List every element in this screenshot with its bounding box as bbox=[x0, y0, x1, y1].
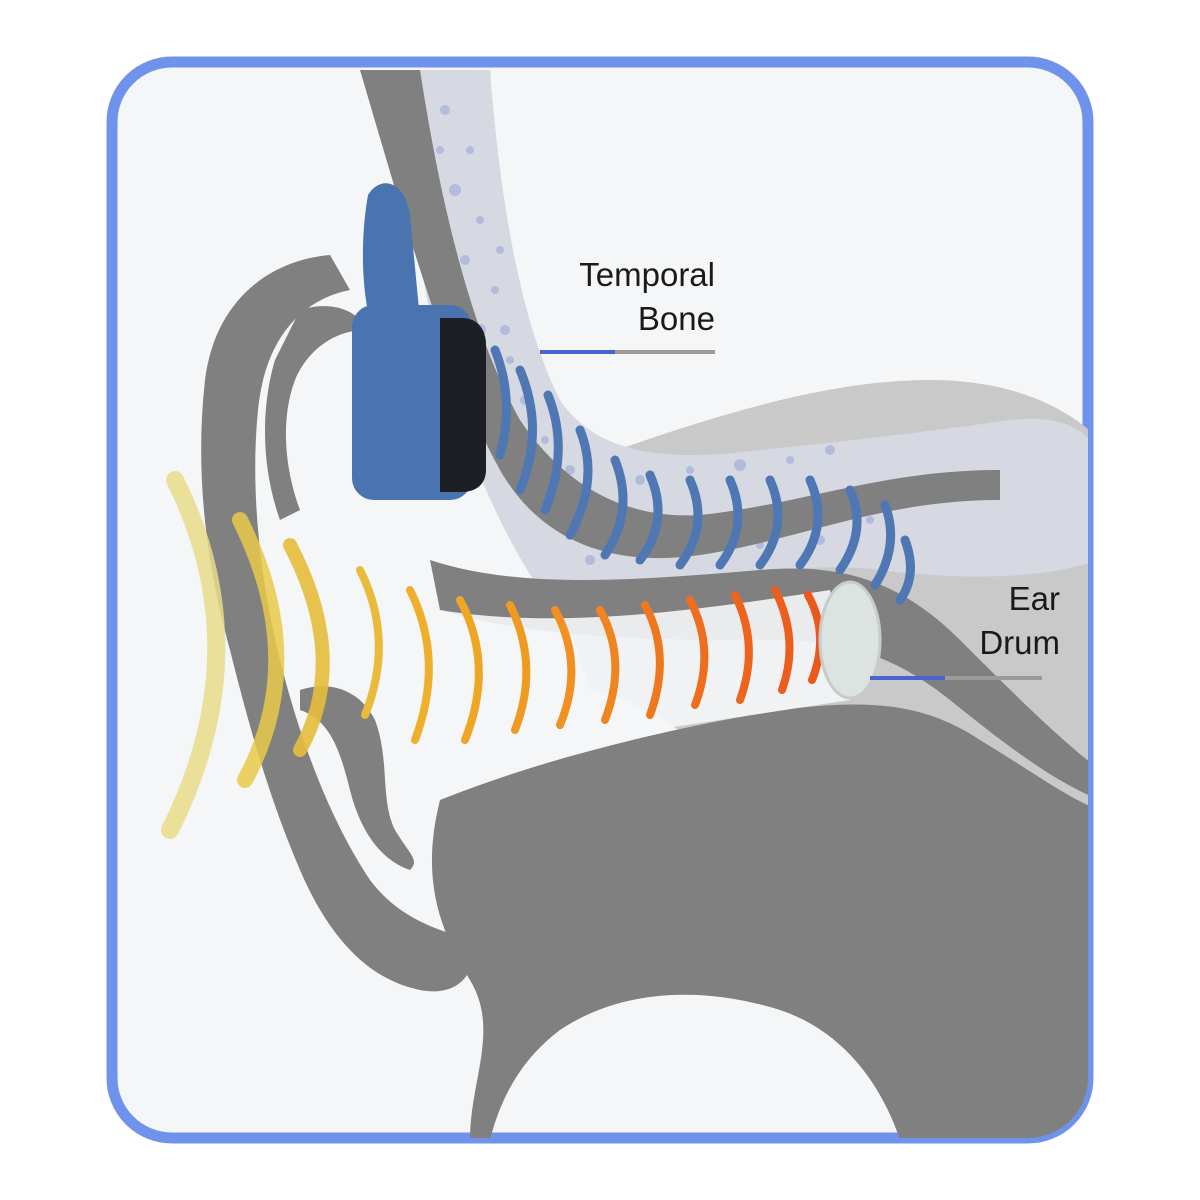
ear-drum-label-line2: Drum bbox=[979, 624, 1060, 661]
temporal-bone-label-line2: Bone bbox=[638, 300, 715, 337]
ear-drum-label-line1: Ear bbox=[1009, 580, 1060, 617]
temporal-bone-label-line1: Temporal bbox=[579, 256, 715, 293]
ear-drum bbox=[820, 582, 880, 698]
